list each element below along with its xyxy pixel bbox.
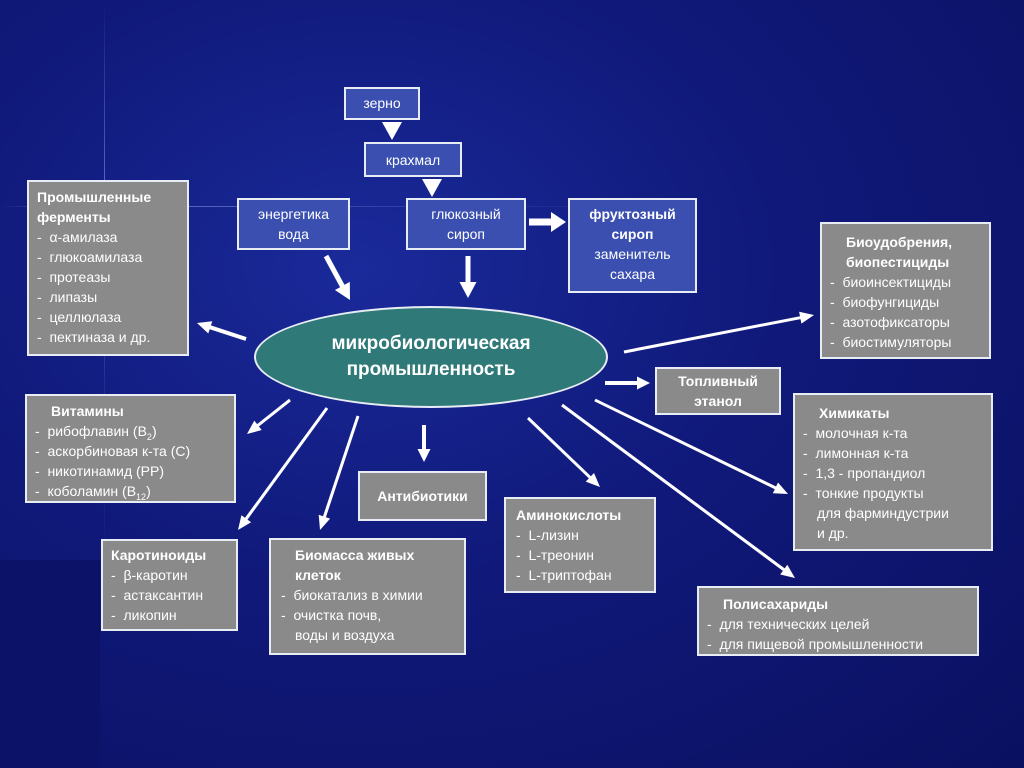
arrow-center-to-ethanol (605, 376, 650, 390)
list-item: - очистка почв,воды и воздуха (281, 607, 395, 643)
starch-box: крахмал (364, 142, 462, 177)
bio-fertilizers-title-line2: биопестициды (846, 254, 950, 270)
arrow-center-to-antibiotics (417, 425, 431, 462)
arrow-center-to-biomass (318, 415, 360, 530)
arrow-energy-to-center (323, 254, 350, 300)
arrow-glucose-to-center (459, 256, 477, 298)
biomass-title-line1: Биомасса живых (295, 547, 415, 563)
list-item: - астаксантин (111, 587, 204, 603)
arrow-center-to-amino (527, 416, 600, 487)
carotenoids-list: - β-каротин - астаксантин - ликопин (111, 565, 236, 625)
starch-label: крахмал (385, 152, 441, 168)
list-item: - β-каротин (111, 567, 188, 583)
list-item: - 1,3 - пропандиол (803, 465, 926, 481)
biomass-box: Биомасса живых клеток - биокатализ в хим… (269, 538, 466, 655)
fructose-syrup-title-line2: сироп (611, 226, 654, 242)
list-item: - L-треонин (516, 547, 594, 563)
biomass-title-line2: клеток (295, 567, 341, 583)
list-item: - биокатализ в химии (281, 587, 423, 603)
arrow-glucose-to-fructose (529, 212, 566, 232)
list-item: - коболамин (В12) (35, 483, 151, 502)
antibiotics-label: Антибиотики (377, 488, 468, 504)
fuel-ethanol-line2: этанол (694, 393, 742, 409)
list-item: - L-лизин (516, 527, 579, 543)
list-item: - целлюлаза (37, 309, 122, 325)
chemicals-title: Химикаты (819, 405, 890, 421)
list-item: - для технических целей (707, 616, 870, 632)
carotenoids-title: Каротиноиды (111, 547, 207, 563)
list-item: - α-амилаза (37, 229, 118, 245)
bio-fertilizers-list: - биоинсектициды - биофунгициды - азотоф… (830, 272, 989, 352)
arrow-center-to-chemicals (594, 398, 788, 494)
list-item: - молочная к-та (803, 425, 908, 441)
grain-box: зерно (344, 87, 420, 120)
glucose-syrup-line2: сироп (447, 226, 485, 242)
list-item: - протеазы (37, 269, 111, 285)
amino-acids-box: Аминокислоты - L-лизин - L-треонин - L-т… (504, 497, 656, 593)
center-ellipse: микробиологическая промышленность (254, 306, 608, 408)
polysaccharides-list: - для технических целей - для пищевой пр… (707, 614, 977, 654)
vitamins-title: Витамины (51, 403, 124, 419)
arrow-center-to-polysaccharides (561, 403, 795, 578)
enzymes-title-line1: Промышленные (37, 189, 152, 205)
list-item: - ликопин (111, 607, 177, 623)
polysaccharides-title: Полисахариды (723, 596, 829, 612)
vitamins-list: - рибофлавин (В2) - аскорбиновая к-та (С… (35, 421, 234, 501)
enzymes-title-line2: ферменты (37, 209, 111, 225)
list-item: - пектиназа и др. (37, 329, 151, 345)
list-item: - рибофлавин (В2) (35, 423, 157, 442)
energy-water-line2: вода (278, 226, 309, 242)
list-item: - азотофиксаторы (830, 314, 950, 330)
fructose-syrup-line2: сахара (610, 266, 655, 282)
list-item: - L-триптофан (516, 567, 612, 583)
energy-water-box: энергетика вода (237, 198, 350, 250)
list-item: - для пищевой промышленности (707, 636, 924, 652)
arrow-center-to-carotenoids (238, 407, 329, 530)
fructose-syrup-box: фруктозный сироп заменитель сахара (568, 198, 697, 293)
fructose-syrup-line1: заменитель (594, 246, 671, 262)
list-item: - глюкоамилаза (37, 249, 143, 265)
fructose-syrup-title-line1: фруктозный (589, 206, 676, 222)
background-shade (0, 560, 100, 768)
list-item: - биостимуляторы (830, 334, 952, 350)
carotenoids-box: Каротиноиды - β-каротин - астаксантин - … (101, 539, 238, 631)
grain-label: зерно (363, 95, 401, 111)
fuel-ethanol-line1: Топливный (678, 373, 758, 389)
chemicals-list: - молочная к-та - лимонная к-та - 1,3 - … (803, 423, 991, 543)
arrow-grain-to-starch (382, 122, 402, 140)
arrow-center-to-enzymes (197, 321, 247, 341)
list-item: - никотинамид (РР) (35, 463, 165, 479)
arrow-center-to-biofertilizers (623, 311, 814, 354)
fuel-ethanol-box: Топливный этанол (655, 367, 781, 415)
energy-water-line1: энергетика (257, 206, 330, 222)
bio-fertilizers-title-line1: Биоудобрения, (846, 234, 953, 250)
list-item: - биоинсектициды (830, 274, 952, 290)
list-item: - лимонная к-та (803, 445, 909, 461)
list-item: - липазы (37, 289, 98, 305)
arrow-center-to-vitamins (247, 398, 291, 434)
enzymes-box: Промышленные ферменты - α-амилаза - глюк… (27, 180, 189, 356)
chemicals-box: Химикаты - молочная к-та - лимонная к-та… (793, 393, 993, 551)
center-line2: промышленность (346, 359, 516, 380)
glucose-syrup-line1: глюкозный (431, 206, 501, 222)
vitamins-box: Витамины - рибофлавин (В2) - аскорбинова… (25, 394, 236, 503)
amino-acids-title: Аминокислоты (516, 507, 622, 523)
enzymes-list: - α-амилаза - глюкоамилаза - протеазы - … (37, 227, 187, 347)
background-glow-vertical (104, 0, 105, 768)
polysaccharides-box: Полисахариды - для технических целей - д… (697, 586, 979, 656)
glucose-syrup-box: глюкозный сироп (406, 198, 526, 250)
amino-acids-list: - L-лизин - L-треонин - L-триптофан (516, 525, 654, 585)
list-item: - аскорбиновая к-та (С) (35, 443, 191, 459)
center-line1: микробиологическая (331, 333, 531, 354)
antibiotics-box: Антибиотики (358, 471, 487, 521)
biomass-list: - биокатализ в химии - очистка почв,воды… (281, 585, 464, 645)
list-item: - биофунгициды (830, 294, 940, 310)
bio-fertilizers-box: Биоудобрения, биопестициды - биоинсектиц… (820, 222, 991, 359)
arrow-starch-to-glucose (422, 179, 442, 197)
